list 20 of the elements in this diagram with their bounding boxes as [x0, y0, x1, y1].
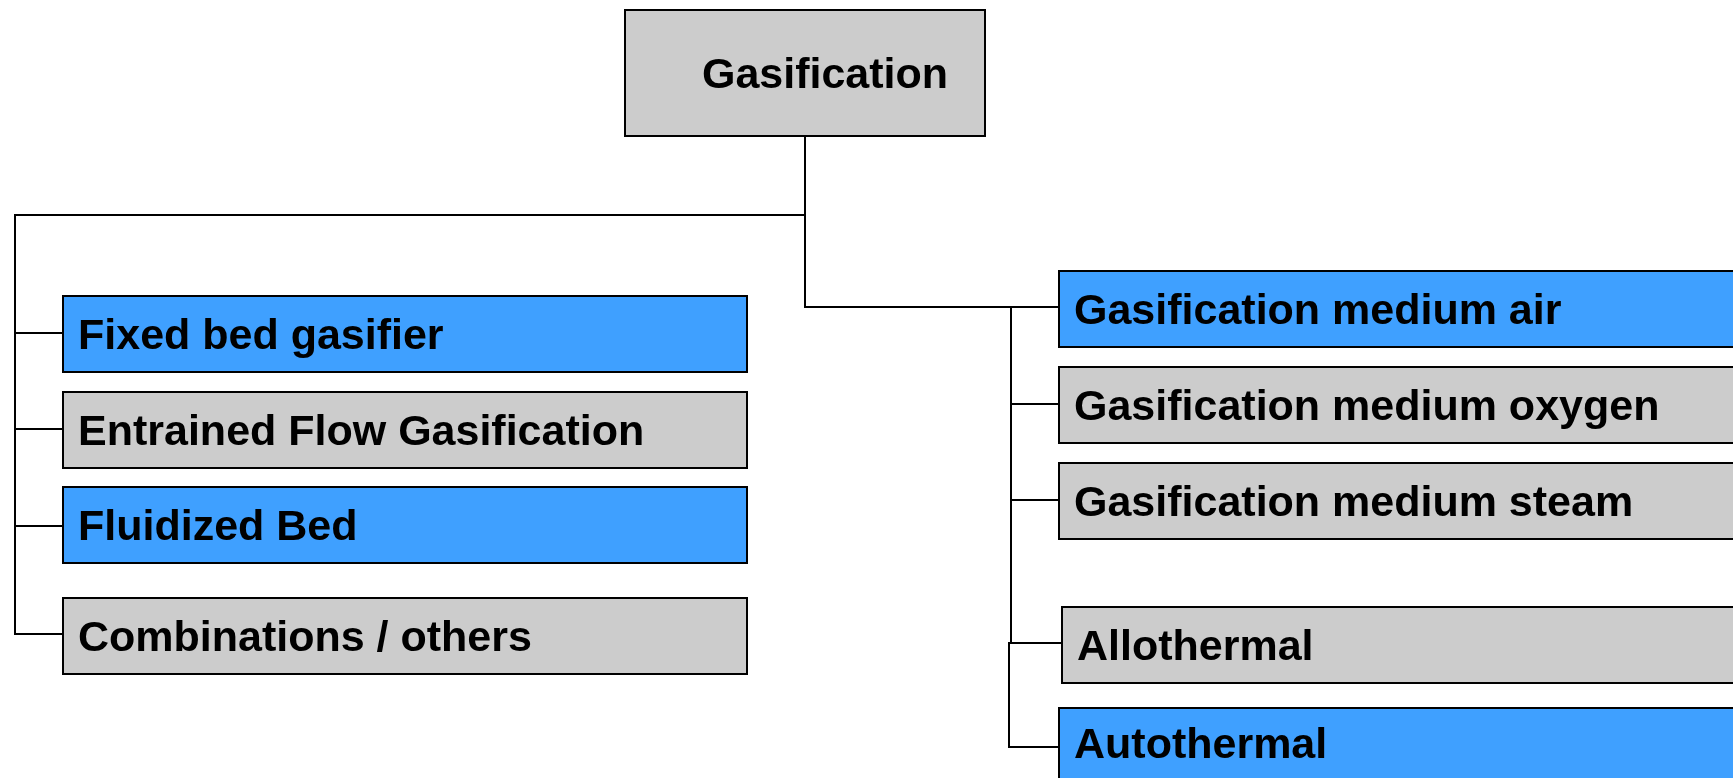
category-box [1058, 270, 1733, 348]
box-label: Autothermal [1074, 719, 1328, 768]
category-box [62, 295, 748, 373]
category-box [1058, 707, 1733, 778]
box-label: Gasification [701, 48, 949, 98]
box-label: Combinations / others [78, 611, 532, 661]
category-box [62, 597, 748, 675]
category-box [1058, 462, 1733, 540]
root-box [624, 9, 986, 137]
category-box [1061, 606, 1733, 684]
category-box [62, 486, 748, 564]
box-label: Fluidized Bed [78, 500, 358, 550]
box-label: Allothermal [1077, 620, 1314, 670]
box-label: Fixed bed gasifier [78, 309, 444, 359]
box-label: Entrained Flow Gasification [78, 405, 645, 455]
box-label: Gasification medium air [1074, 284, 1562, 334]
category-box [1058, 366, 1733, 444]
category-box [62, 391, 748, 469]
box-label: Gasification medium oxygen [1074, 380, 1660, 430]
box-label: Gasification medium steam [1074, 476, 1634, 526]
